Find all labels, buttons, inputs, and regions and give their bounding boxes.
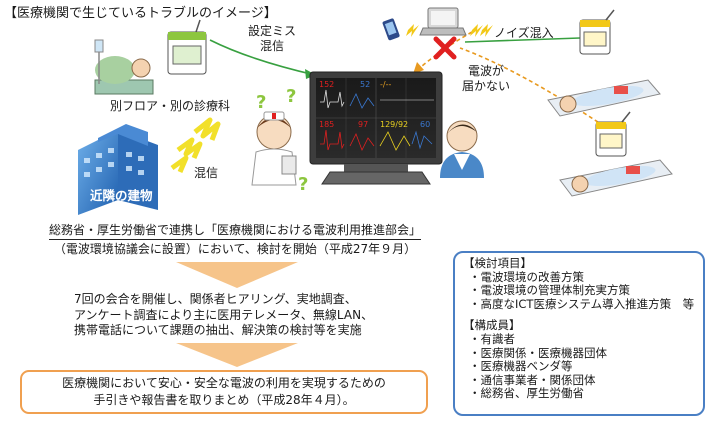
flow-outcome-line2: 手引きや報告書を取りまとめ（平成28年４月）。 [93,393,355,407]
monitor-value: 60 [420,120,430,129]
members-heading: 【構成員】 [463,318,521,333]
other-floor-label: 別フロア・別の診療科 [110,99,231,113]
member-item: 有識者 [469,332,695,347]
member-item: 通信事業者・関係団体 [469,373,695,388]
monitor-value: 52 [360,80,370,89]
svg-text:?: ? [286,86,296,107]
patient-in-bed-right-bottom [559,159,673,197]
central-monitor: 152 52 -/-- 185 97 129/92 60 [309,71,443,185]
flow-step-start-line2: （電波環境協議会に設置）において、検討を開始（平成27年９月） [53,242,417,256]
blocked-x-icon [433,36,457,60]
neighbor-building-icon [78,124,158,215]
svg-text:?: ? [256,92,266,113]
no-signal-label: 電波が 届かない [462,64,510,94]
telemeter-transmitter-right-bottom [595,111,631,157]
flow-step-activities-line1: 7回の会合を開催し、関係者ヒアリング、実地調査、 [74,292,357,306]
signal-line-blocked [459,47,611,131]
monitor-value: 152 [319,80,334,89]
flow-step-activities: 7回の会合を開催し、関係者ヒアリング、実地調査、 アンケート調査により主に医用テ… [74,292,404,339]
study-items-list: 電波環境の改善方策 電波環境の管理体制充実方策 高度なICT医療システム導入推進… [463,270,695,312]
study-item: 電波環境の管理体制充実方策 [469,284,695,298]
study-item: 高度なICT医療システム導入推進方策 等 [469,297,695,312]
monitor-value: -/-- [380,80,391,89]
signal-line-noise [464,37,581,43]
flow-step-start-line1: 総務省・厚生労働省で連携し「医療機関における電波利用推進部会」 [48,221,421,240]
patient-in-bed-left [94,39,154,95]
flow-outcome-box: 医療機関において安心・安全な電波の利用を実現するための 手引きや報告書を取りまと… [20,370,428,414]
flow-outcome-line1: 医療機関において安心・安全な電波の利用を実現するための [62,376,386,390]
study-item: 電波環境の改善方策 [469,270,695,285]
no-signal-line1: 電波が [468,64,505,78]
interference-zigzag-icon [170,117,221,173]
monitor-value: 185 [319,120,334,129]
flow-step-activities-line3: 携帯電話について課題の抽出、解決策の検討等を実施 [74,323,362,337]
signal-line-config [209,39,316,76]
flow-arrow-down [176,262,298,288]
config-error-line2: 混信 [260,39,285,53]
laptop-icon [419,7,467,36]
member-item: 医療機器ベンダ等 [469,360,695,374]
study-details-box: 【検討項目】 電波環境の改善方策 電波環境の管理体制充実方策 高度なICT医療シ… [453,251,705,416]
trouble-illustration: 152 52 -/-- 185 97 129/92 60 ? ? ? [78,7,673,215]
lightning-icon [406,24,493,37]
member-item: 総務省、厚生労働省 [469,387,695,401]
svg-text:?: ? [298,174,308,195]
telemeter-transmitter-left [167,19,207,75]
interference-label: 混信 [194,166,219,180]
no-signal-line2: 届かない [462,79,511,93]
patient-in-bed-right-top [547,79,661,117]
monitor-value: 129/92 [380,120,408,129]
doctor-figure [440,120,484,178]
member-item: 医療関係・医療機器団体 [469,346,695,361]
page-title: 【医療機関で生じているトラブルのイメージ】 [4,6,277,21]
telemeter-transmitter-right-top [579,9,615,55]
flow-step-start: 総務省・厚生労働省で連携し「医療機関における電波利用推進部会」 （電波環境協議会… [26,221,444,258]
neighbor-building-label: 近隣の建物 [90,188,153,203]
study-items-heading: 【検討項目】 [463,256,532,270]
flow-arrow-down [176,343,298,367]
noise-label: ノイズ混入 [494,26,554,40]
config-error-label: 設定ミス 混信 [248,24,296,54]
nurse-figure: ? ? ? [251,86,308,195]
smartphone-icon [382,18,400,41]
flow-step-activities-line2: アンケート調査により主に医用テレメータ、無線LAN、 [74,307,374,322]
monitor-value: 97 [358,120,368,129]
config-error-line1: 設定ミス [248,24,297,38]
members-list: 有識者 医療関係・医療機器団体 医療機器ベンダ等 通信事業者・関係団体 総務省、… [463,332,695,401]
